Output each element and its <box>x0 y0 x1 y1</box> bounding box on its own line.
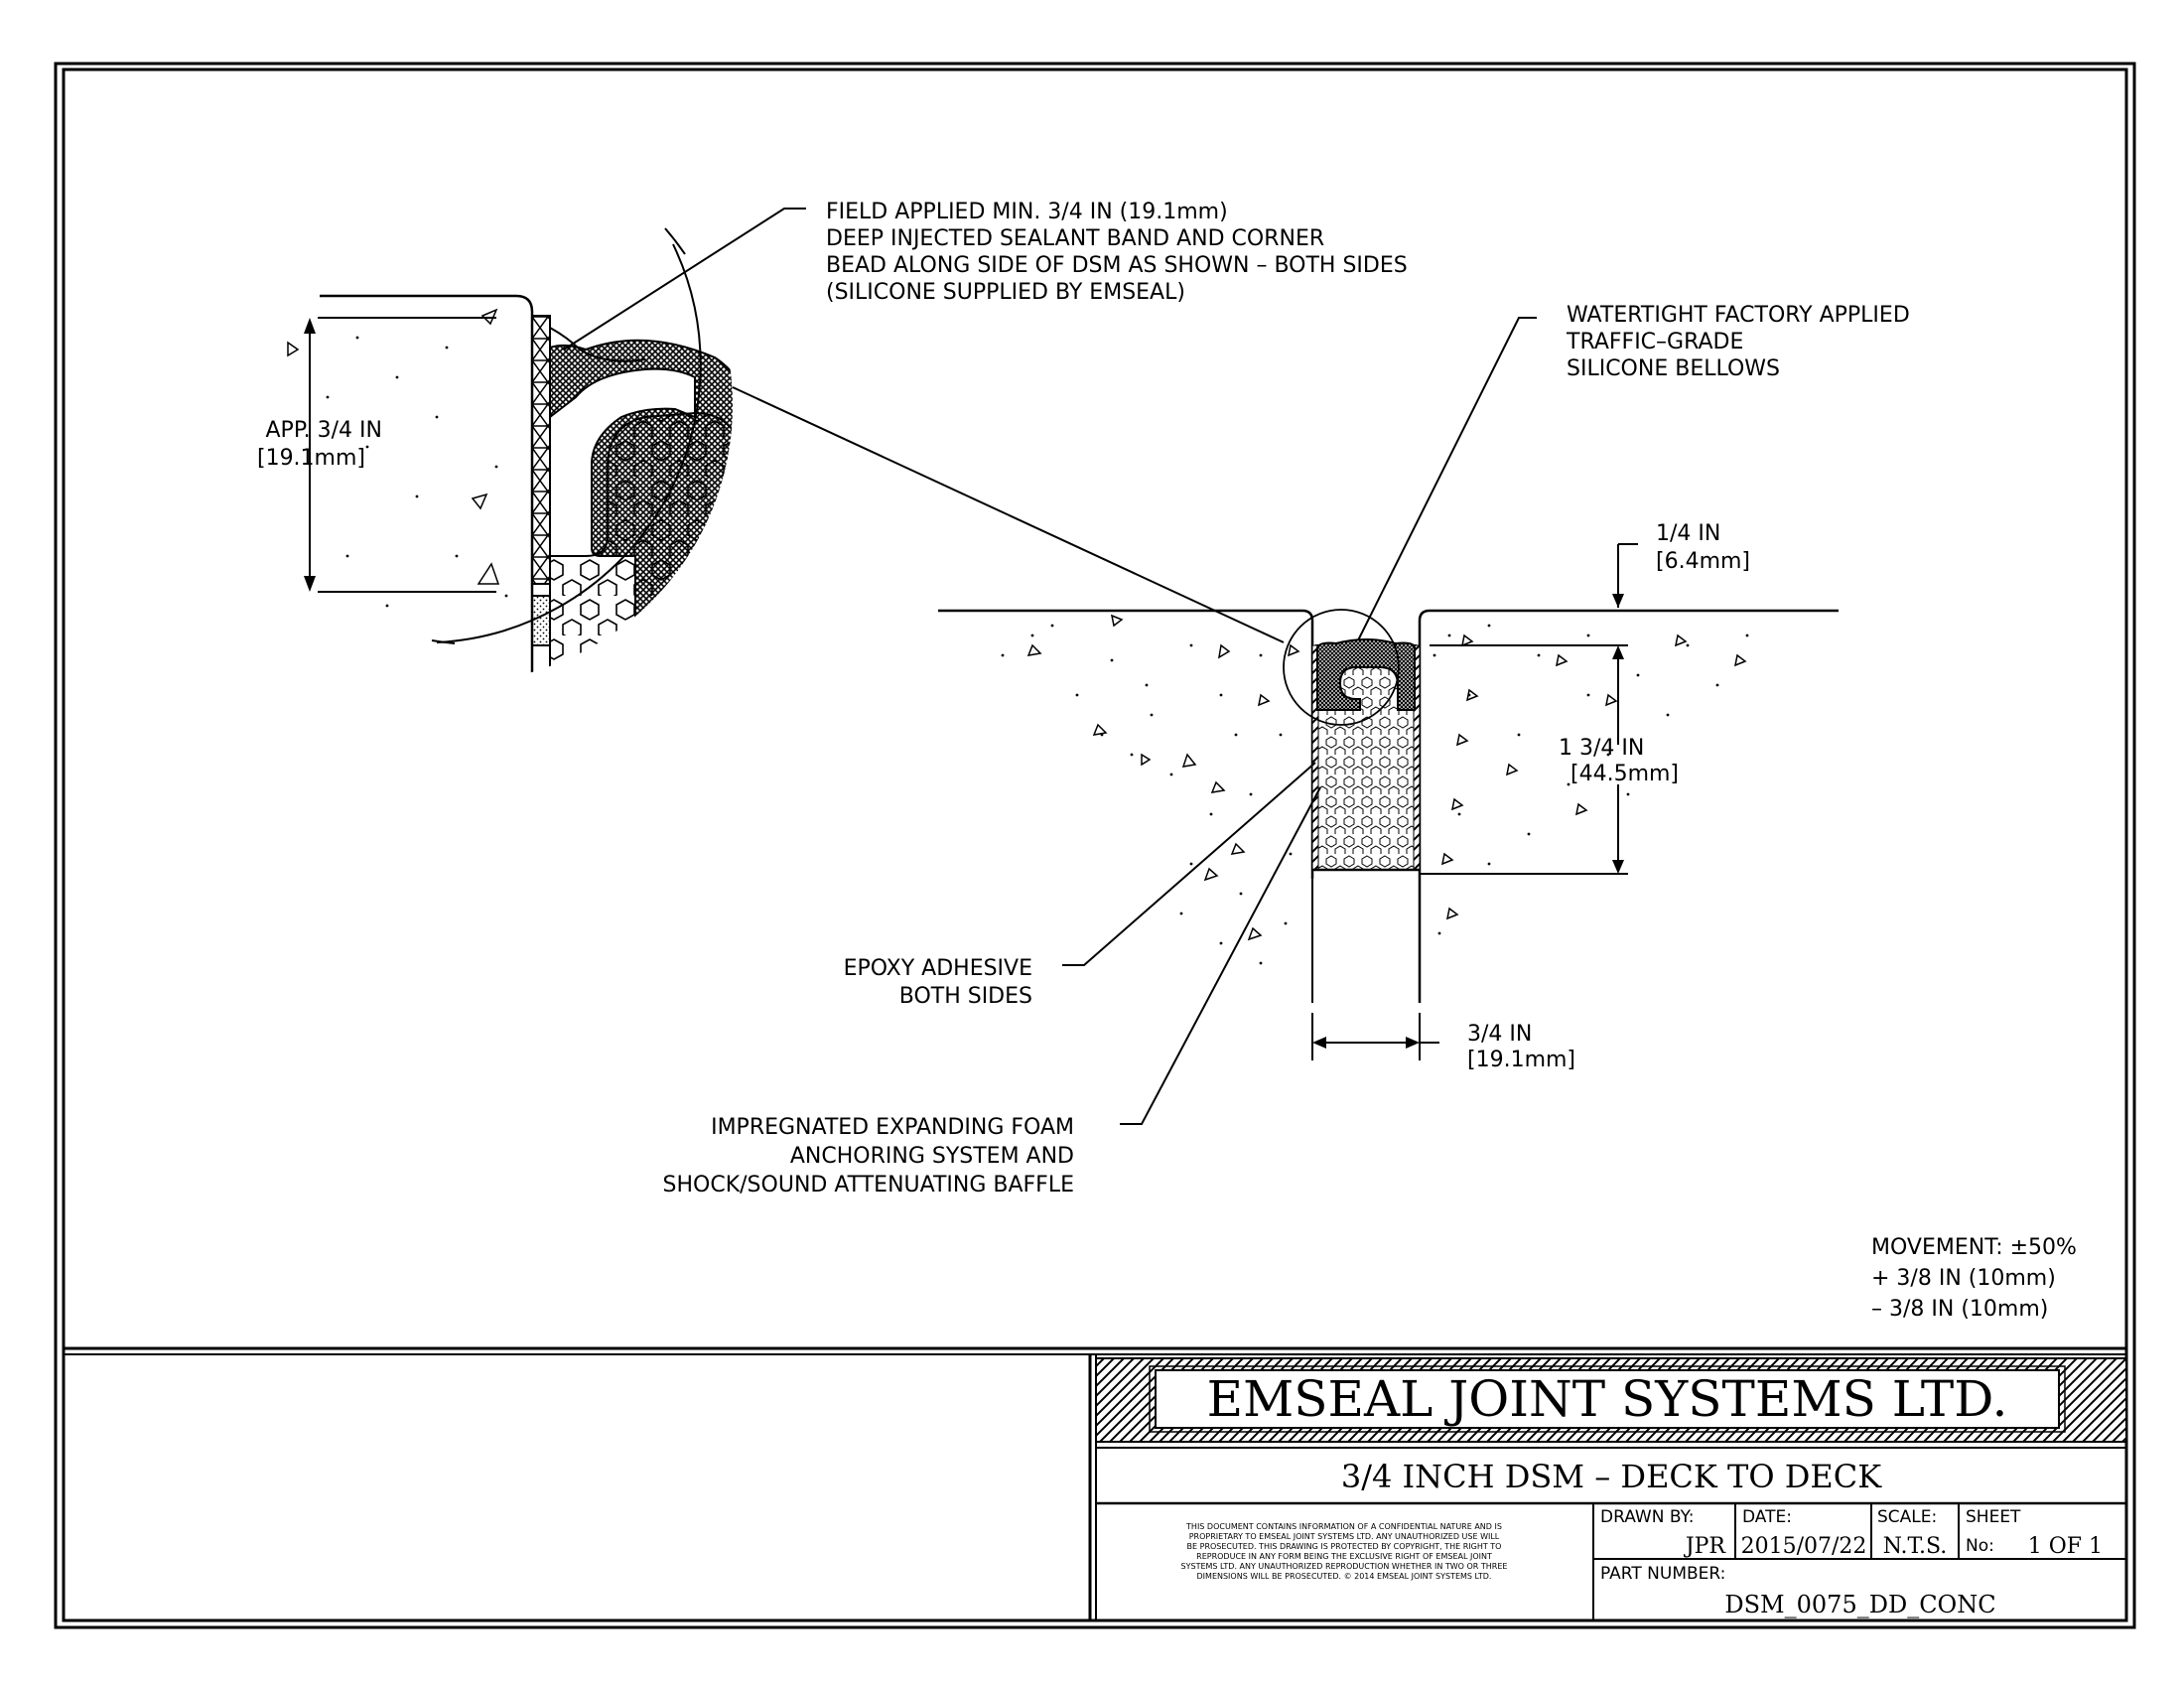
detail-callout-circle <box>1283 609 1400 726</box>
date-label: DATE: <box>1742 1507 1792 1527</box>
disclaimer-line-1: THIS DOCUMENT CONTAINS INFORMATION OF A … <box>1185 1522 1502 1531</box>
recess-dim-line-1: 1/4 IN <box>1656 521 1720 546</box>
foam-line-1: IMPREGNATED EXPANDING FOAM <box>711 1115 1074 1140</box>
company-name: EMSEAL JOINT SYSTEMS LTD. <box>1207 1370 2008 1428</box>
concrete-right <box>1418 609 1839 1003</box>
dsm-joint-section <box>1283 609 1421 1003</box>
annotation-foam: IMPREGNATED EXPANDING FOAM ANCHORING SYS… <box>663 1115 1074 1197</box>
drawn-by-value: JPR <box>1684 1534 1727 1559</box>
sealant-line-3: BEAD ALONG SIDE OF DSM AS SHOWN – BOTH S… <box>826 253 1408 278</box>
foam-line-3: SHOCK/SOUND ATTENUATING BAFFLE <box>663 1173 1074 1197</box>
disclaimer-line-3: BE PROSECUTED. THIS DRAWING IS PROTECTED… <box>1187 1542 1502 1551</box>
annotation-epoxy: EPOXY ADHESIVE BOTH SIDES <box>844 956 1032 1009</box>
recess-dim-line-2: [6.4mm] <box>1656 549 1750 574</box>
sealant-line-2: DEEP INJECTED SEALANT BAND AND CORNER <box>826 226 1324 251</box>
date-value: 2015/07/22 <box>1741 1534 1867 1559</box>
movement-line-1: MOVEMENT: ±50% <box>1871 1235 2077 1260</box>
dimension-arrows <box>304 318 1624 1049</box>
sealant-line-4: (SILICONE SUPPLIED BY EMSEAL) <box>826 280 1185 305</box>
concrete-left <box>938 609 1314 965</box>
scale-value: N.T.S. <box>1883 1534 1948 1559</box>
sheet-border-outer <box>54 62 2136 1629</box>
scale-label: SCALE: <box>1877 1507 1937 1527</box>
annotation-bellows: WATERTIGHT FACTORY APPLIED TRAFFIC–GRADE… <box>1566 303 1910 381</box>
sheet-value: 1 OF 1 <box>2028 1534 2103 1559</box>
width-dim-line-1: 3/4 IN <box>1467 1022 1532 1047</box>
silicone-bellows <box>1316 638 1416 711</box>
annotation-sealant: FIELD APPLIED MIN. 3/4 IN (19.1mm) DEEP … <box>826 200 1408 305</box>
part-number-value: DSM_0075_DD_CONC <box>1724 1591 1995 1618</box>
drawn-by-label: DRAWN BY: <box>1600 1507 1694 1527</box>
disclaimer-line-4: REPRODUCE IN ANY FORM BEING THE EXCLUSIV… <box>1196 1552 1492 1561</box>
movement-line-2: + 3/8 IN (10mm) <box>1871 1266 2056 1291</box>
width-dim-line-2: [19.1mm] <box>1467 1048 1575 1072</box>
leader-lines <box>309 208 1638 1125</box>
sheet-no-label: No: <box>1966 1536 1994 1556</box>
depth-dim-line-2: [44.5mm] <box>1570 762 1679 786</box>
disclaimer-line-5: SYSTEMS LTD. ANY UNAUTHORIZED REPRODUCTI… <box>1181 1562 1508 1571</box>
bellows-line-2: TRAFFIC–GRADE <box>1566 330 1743 354</box>
title-block: EMSEAL JOINT SYSTEMS LTD. 3/4 INCH DSM –… <box>1088 1354 2127 1620</box>
part-number-label: PART NUMBER: <box>1600 1564 1725 1584</box>
disclaimer-line-2: PROPRIETARY TO EMSEAL JOINT SYSTEMS LTD.… <box>1189 1532 1500 1541</box>
sealant-line-1: FIELD APPLIED MIN. 3/4 IN (19.1mm) <box>826 200 1228 224</box>
sheet-label: SHEET <box>1966 1507 2021 1527</box>
bellows-line-1: WATERTIGHT FACTORY APPLIED <box>1567 303 1910 328</box>
detail-dim-line-2: [19.1mm] <box>257 446 365 471</box>
disclaimer-text: THIS DOCUMENT CONTAINS INFORMATION OF A … <box>1181 1522 1508 1581</box>
epoxy-line-1: EPOXY ADHESIVE <box>844 956 1032 981</box>
disclaimer-line-6: DIMENSIONS WILL BE PROSECUTED. © 2014 EM… <box>1197 1572 1492 1581</box>
drawing-title: 3/4 INCH DSM – DECK TO DECK <box>1341 1458 1882 1495</box>
bellows-line-3: SILICONE BELLOWS <box>1567 356 1780 381</box>
depth-dim-line-1: 1 3/4 IN <box>1559 736 1644 761</box>
epoxy-line-2: BOTH SIDES <box>899 984 1032 1009</box>
detail-dim-line-1: APP. 3/4 IN <box>266 418 383 443</box>
movement-spec: MOVEMENT: ±50% + 3/8 IN (10mm) – 3/8 IN … <box>1871 1235 2077 1322</box>
movement-line-3: – 3/8 IN (10mm) <box>1871 1297 2048 1322</box>
foam-line-2: ANCHORING SYSTEM AND <box>790 1144 1074 1169</box>
